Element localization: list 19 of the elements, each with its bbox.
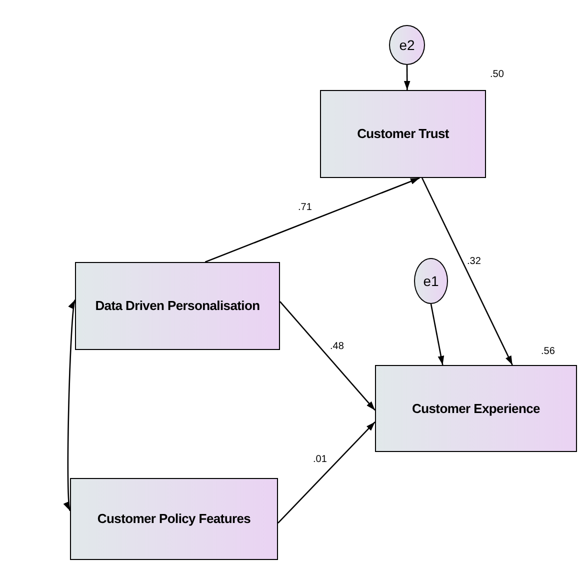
r-squared-value: .56 — [541, 347, 555, 357]
edge-label: .32 — [467, 257, 481, 267]
variable-box: Data Driven Personalisation — [75, 262, 280, 350]
r-squared-value: .50 — [490, 70, 504, 80]
variable-box: Customer Trust — [320, 90, 486, 178]
edge-label: .48 — [330, 342, 344, 352]
edge-label: .01 — [313, 455, 327, 465]
error-ellipse: e2 — [389, 25, 425, 65]
variable-box: Customer Experience — [375, 365, 577, 452]
error-ellipse: e1 — [414, 258, 448, 304]
arrow — [422, 178, 513, 366]
arrow — [65, 300, 76, 511]
variable-box: Customer Policy Features — [70, 478, 278, 560]
arrow — [280, 301, 376, 411]
edge-label: .71 — [298, 203, 312, 213]
arrow — [430, 304, 444, 366]
arrow — [278, 422, 376, 524]
arrow — [404, 65, 410, 90]
arrow — [204, 177, 420, 263]
